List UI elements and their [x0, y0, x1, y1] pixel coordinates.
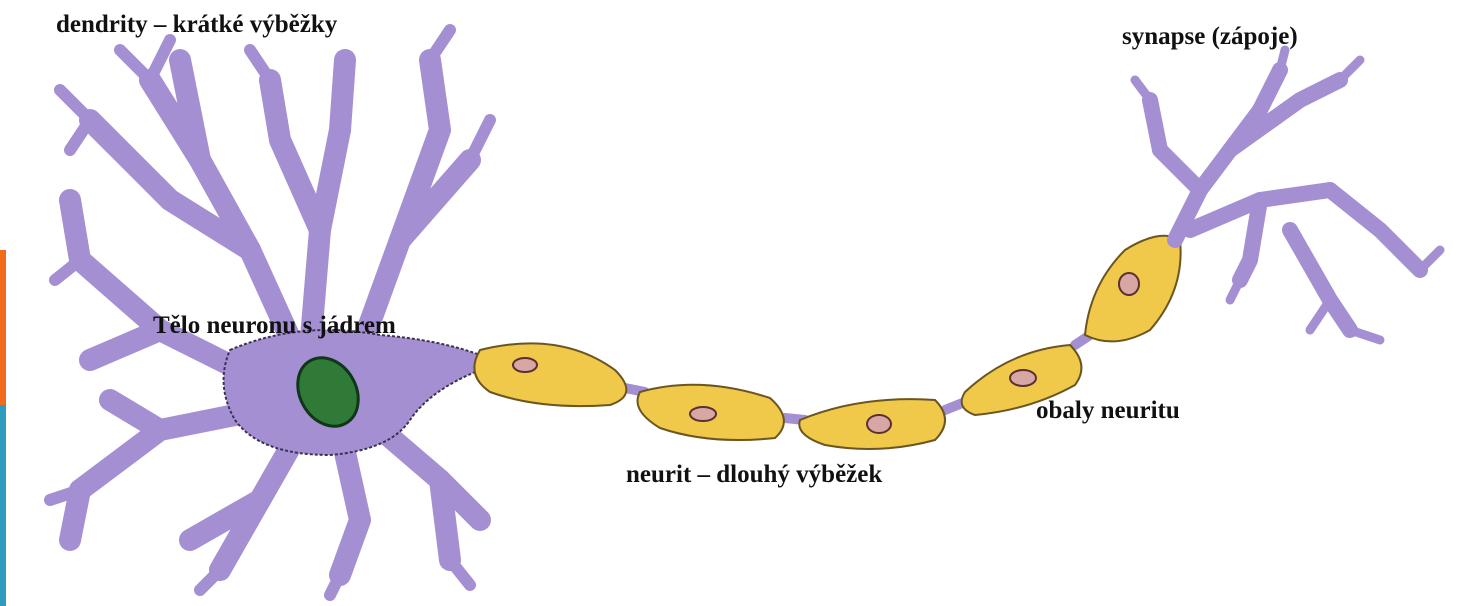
label-neurite: neurit – dlouhý výběžek — [626, 462, 882, 487]
label-myelin-sheaths: obaly neuritu — [1036, 398, 1180, 423]
label-synapses: synapse (zápoje) — [1122, 24, 1298, 49]
label-cell-body: Tělo neuronu s jádrem — [153, 313, 396, 338]
sheath-1 — [474, 343, 626, 406]
label-dendrites: dendrity – krátké výběžky — [56, 12, 337, 37]
synapse-terminals — [1135, 50, 1440, 340]
